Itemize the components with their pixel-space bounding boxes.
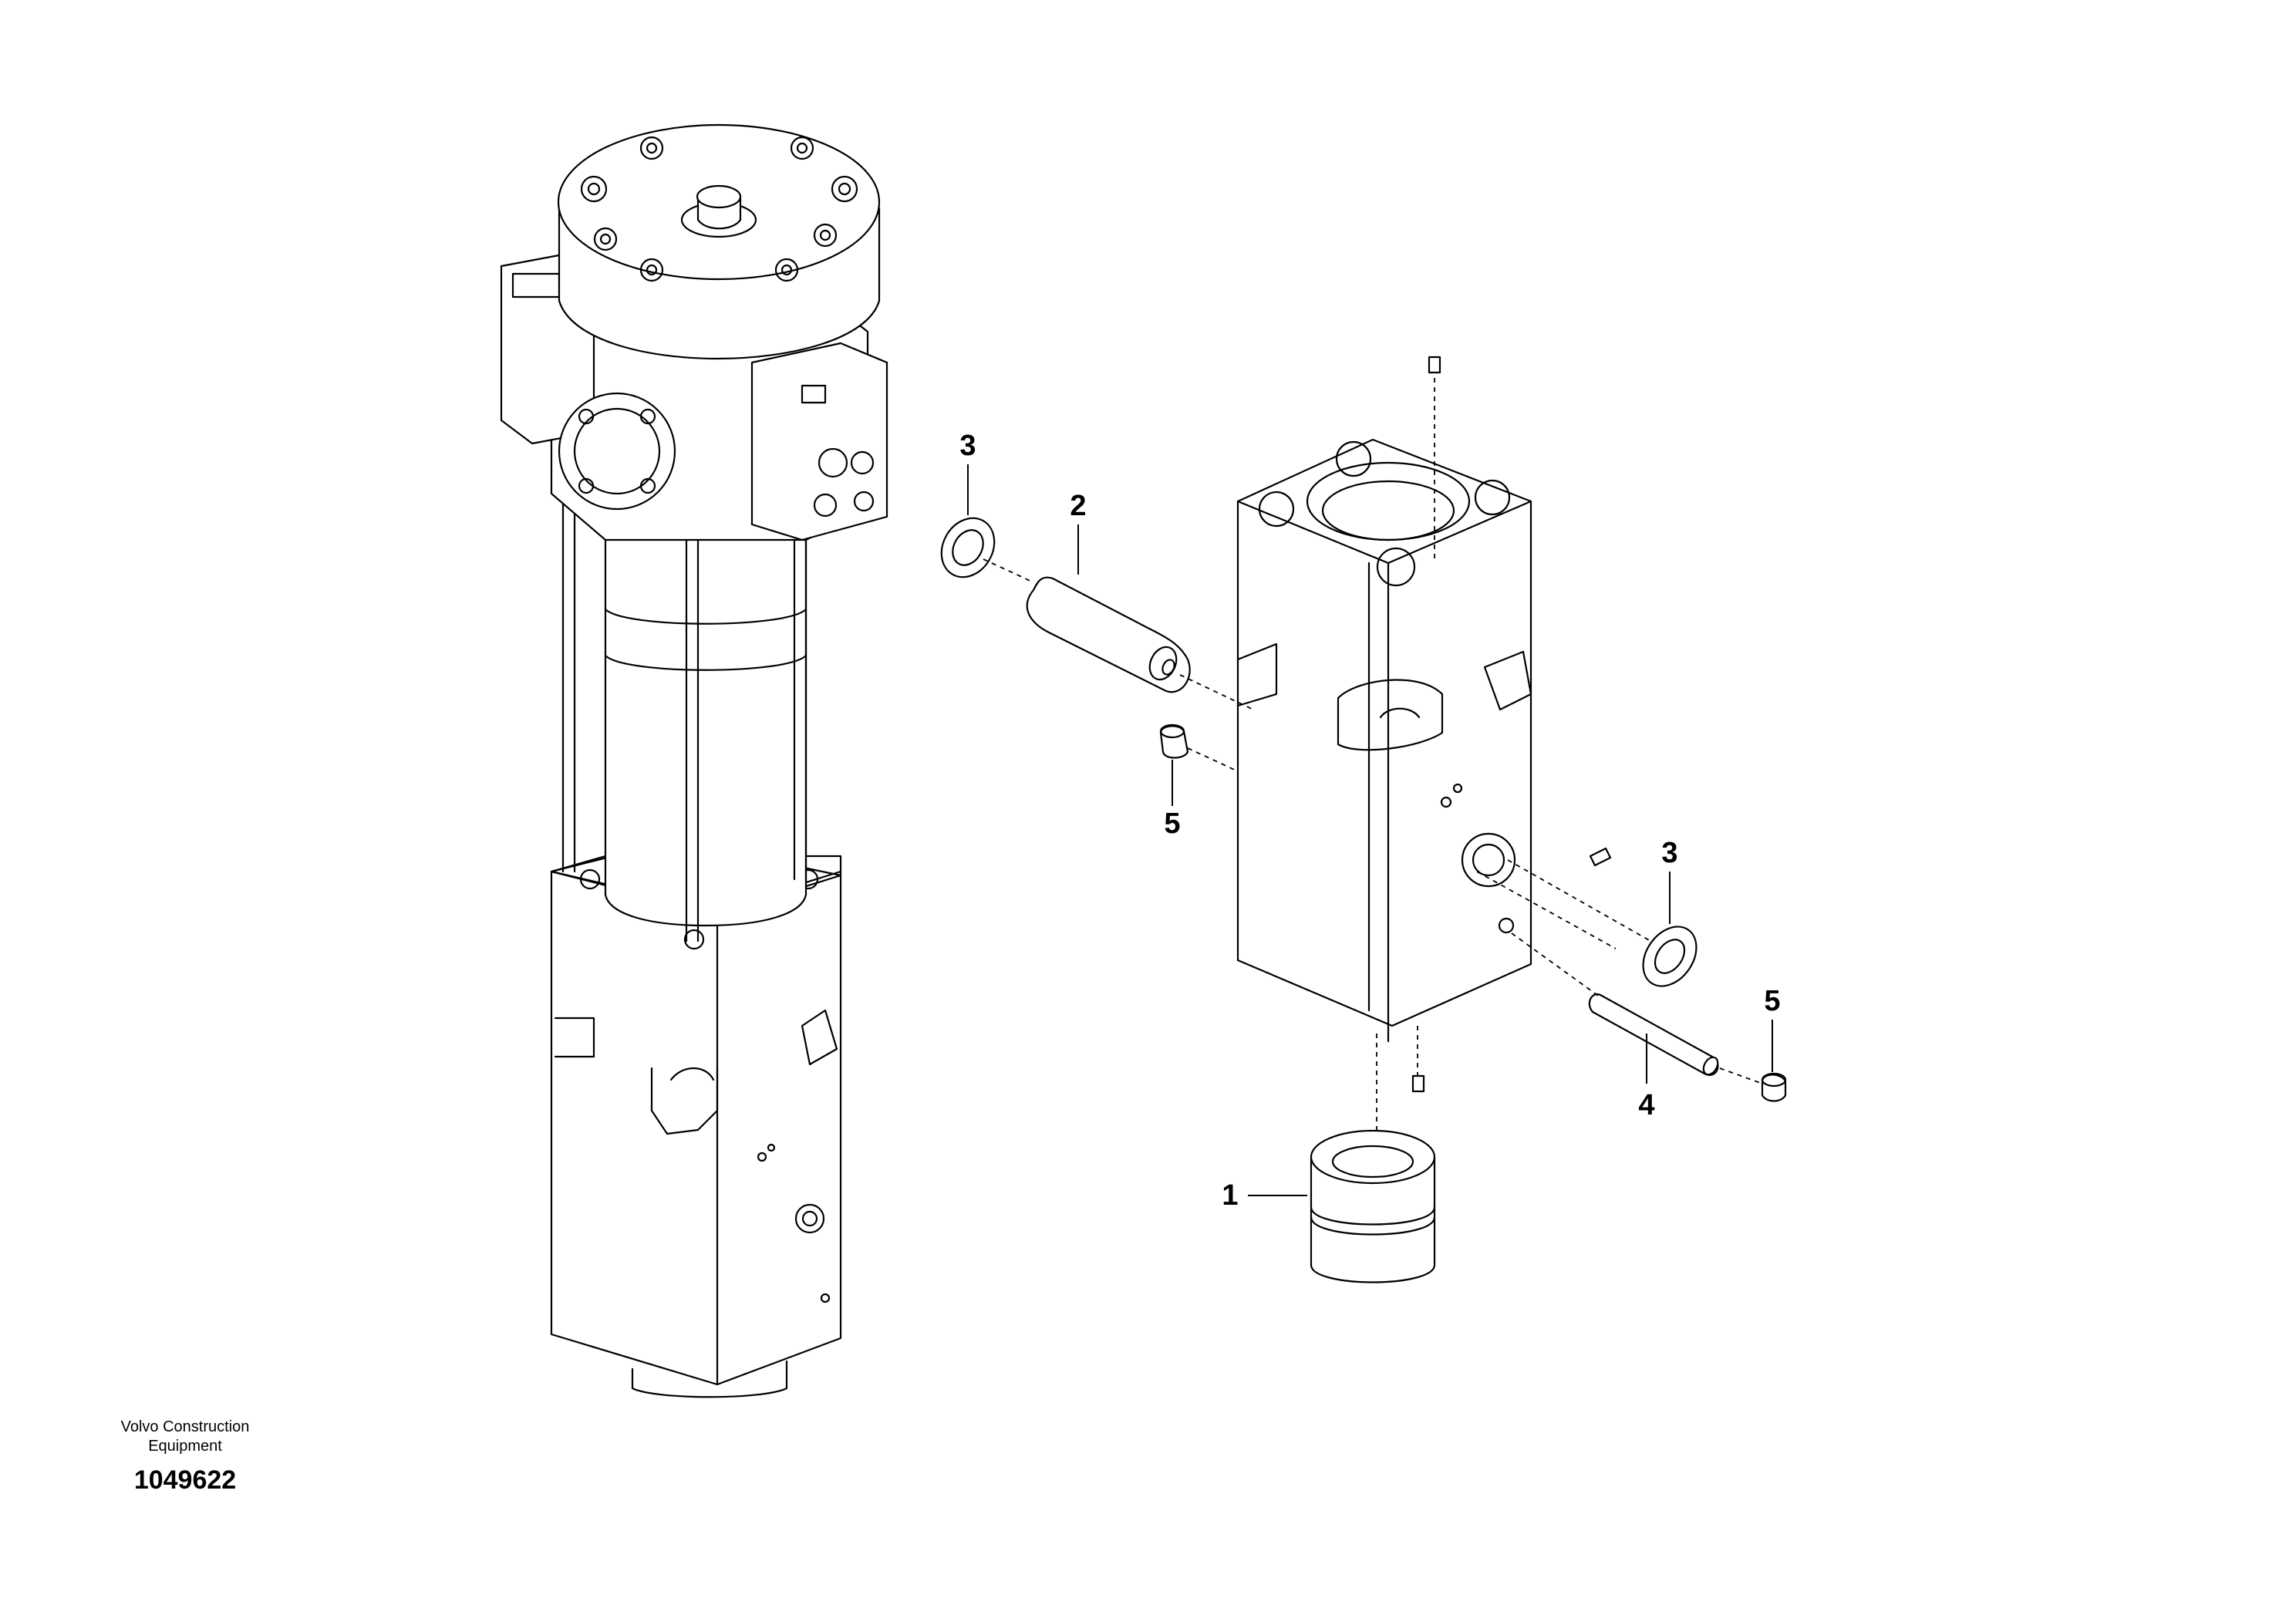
document-number: 1049622	[133, 1465, 237, 1495]
part-4-rod-illustration	[1511, 932, 1763, 1084]
part-1-bushing-illustration	[1310, 1129, 1436, 1283]
part-5-right-plug-illustration	[1761, 1072, 1787, 1102]
callout-label: 1	[1222, 1179, 1238, 1212]
top-plug-screw-illustration	[1428, 356, 1441, 559]
callout-label: 5	[1164, 808, 1180, 840]
callout-3-upper: 3	[959, 430, 976, 515]
callout-2: 2	[1070, 490, 1087, 575]
callout-5-left: 5	[1164, 760, 1181, 840]
callout-1: 1	[1222, 1179, 1307, 1212]
assembled-breaker-illustration	[500, 123, 888, 1398]
callout-label: 2	[1070, 490, 1086, 522]
front-head-block-illustration	[1236, 438, 1532, 1043]
callout-label: 3	[1661, 837, 1677, 869]
brand-line-2: Equipment	[148, 1438, 222, 1455]
part-2-pin-illustration	[1026, 576, 1254, 710]
bottom-screw-illustration	[1376, 1026, 1425, 1141]
part-5-left-plug-illustration	[1159, 723, 1239, 772]
callout-label: 5	[1764, 985, 1780, 1017]
callout-label: 3	[959, 430, 976, 462]
callout-label: 4	[1638, 1089, 1654, 1121]
brand-line-1: Volvo Construction	[120, 1418, 250, 1435]
callout-4: 4	[1638, 1034, 1655, 1121]
callout-3-right: 3	[1661, 837, 1678, 924]
callout-5-right: 5	[1764, 985, 1781, 1072]
drawing-footer: Volvo Construction Equipment 1049622	[108, 1418, 262, 1496]
part-3-upper-washer-illustration	[940, 517, 1034, 583]
side-screw-illustration	[1589, 847, 1612, 867]
part-3-right-washer-illustration	[1476, 859, 1698, 987]
